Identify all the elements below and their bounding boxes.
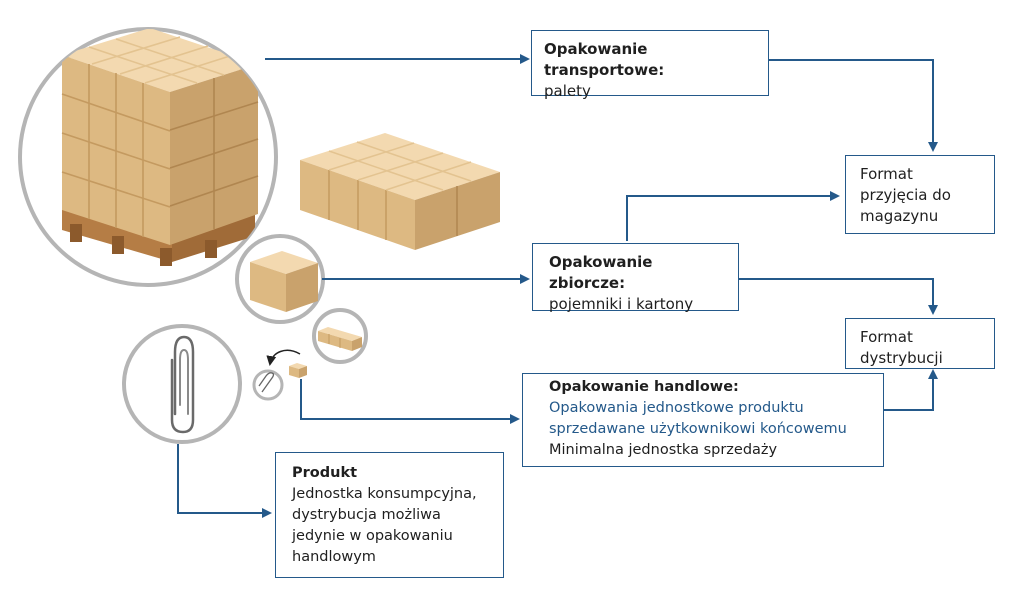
collective-packaging-title: Opakowanie zbiorcze: bbox=[549, 253, 653, 292]
commercial-packaging-title: Opakowanie handlowe: bbox=[549, 379, 739, 395]
receipt-format-line: Format bbox=[860, 165, 913, 183]
paperclip-icon bbox=[252, 369, 284, 401]
product-box: Produkt Jednostka konsumpcyjna, dystrybu… bbox=[275, 452, 504, 578]
commercial-packaging-desc: sprzedawane użytkownikowi końcowemu bbox=[549, 421, 847, 437]
product-title: Produkt bbox=[292, 465, 358, 481]
transport-packaging-desc: palety bbox=[544, 82, 591, 100]
product-desc-line: handlowym bbox=[292, 549, 376, 565]
paperclip-icon bbox=[122, 324, 242, 444]
unit-box-illustration bbox=[289, 363, 307, 378]
collective-packaging-desc: pojemniki i kartony bbox=[549, 295, 694, 313]
transport-packaging-box: Opakowanie transportowe: palety bbox=[531, 30, 769, 100]
curved-arrow-icon bbox=[266, 349, 301, 366]
commercial-packaging-box: Opakowanie handlowe: Opakowania jednostk… bbox=[522, 373, 884, 467]
commercial-packaging-min-unit: Minimalna jednostka sprzedaży bbox=[549, 442, 778, 458]
product-desc-line: dystrybucja możliwa bbox=[292, 507, 441, 523]
connector-arrows bbox=[177, 54, 938, 518]
product-desc-line: jedynie w opakowaniu bbox=[292, 528, 453, 544]
distribution-format-line: Format bbox=[860, 328, 913, 346]
single-carton-illustration bbox=[235, 234, 325, 324]
distribution-format-box: Format dystrybucji bbox=[845, 318, 995, 369]
pallet-load-illustration bbox=[18, 27, 278, 287]
product-desc-line: Jednostka konsumpcyjna, bbox=[292, 486, 477, 502]
unit-boxes-illustration bbox=[312, 308, 368, 364]
carton-layer-illustration bbox=[300, 133, 500, 250]
receipt-format-line: magazynu bbox=[860, 207, 939, 225]
commercial-packaging-desc: Opakowania jednostkowe produktu bbox=[549, 400, 804, 416]
receipt-format-box: Format przyjęcia do magazynu bbox=[845, 155, 995, 234]
distribution-format-line: dystrybucji bbox=[860, 349, 943, 367]
collective-packaging-box: Opakowanie zbiorcze: pojemniki i kartony bbox=[532, 243, 739, 313]
receipt-format-line: przyjęcia do bbox=[860, 186, 951, 204]
transport-packaging-title: Opakowanie transportowe: bbox=[544, 40, 665, 79]
